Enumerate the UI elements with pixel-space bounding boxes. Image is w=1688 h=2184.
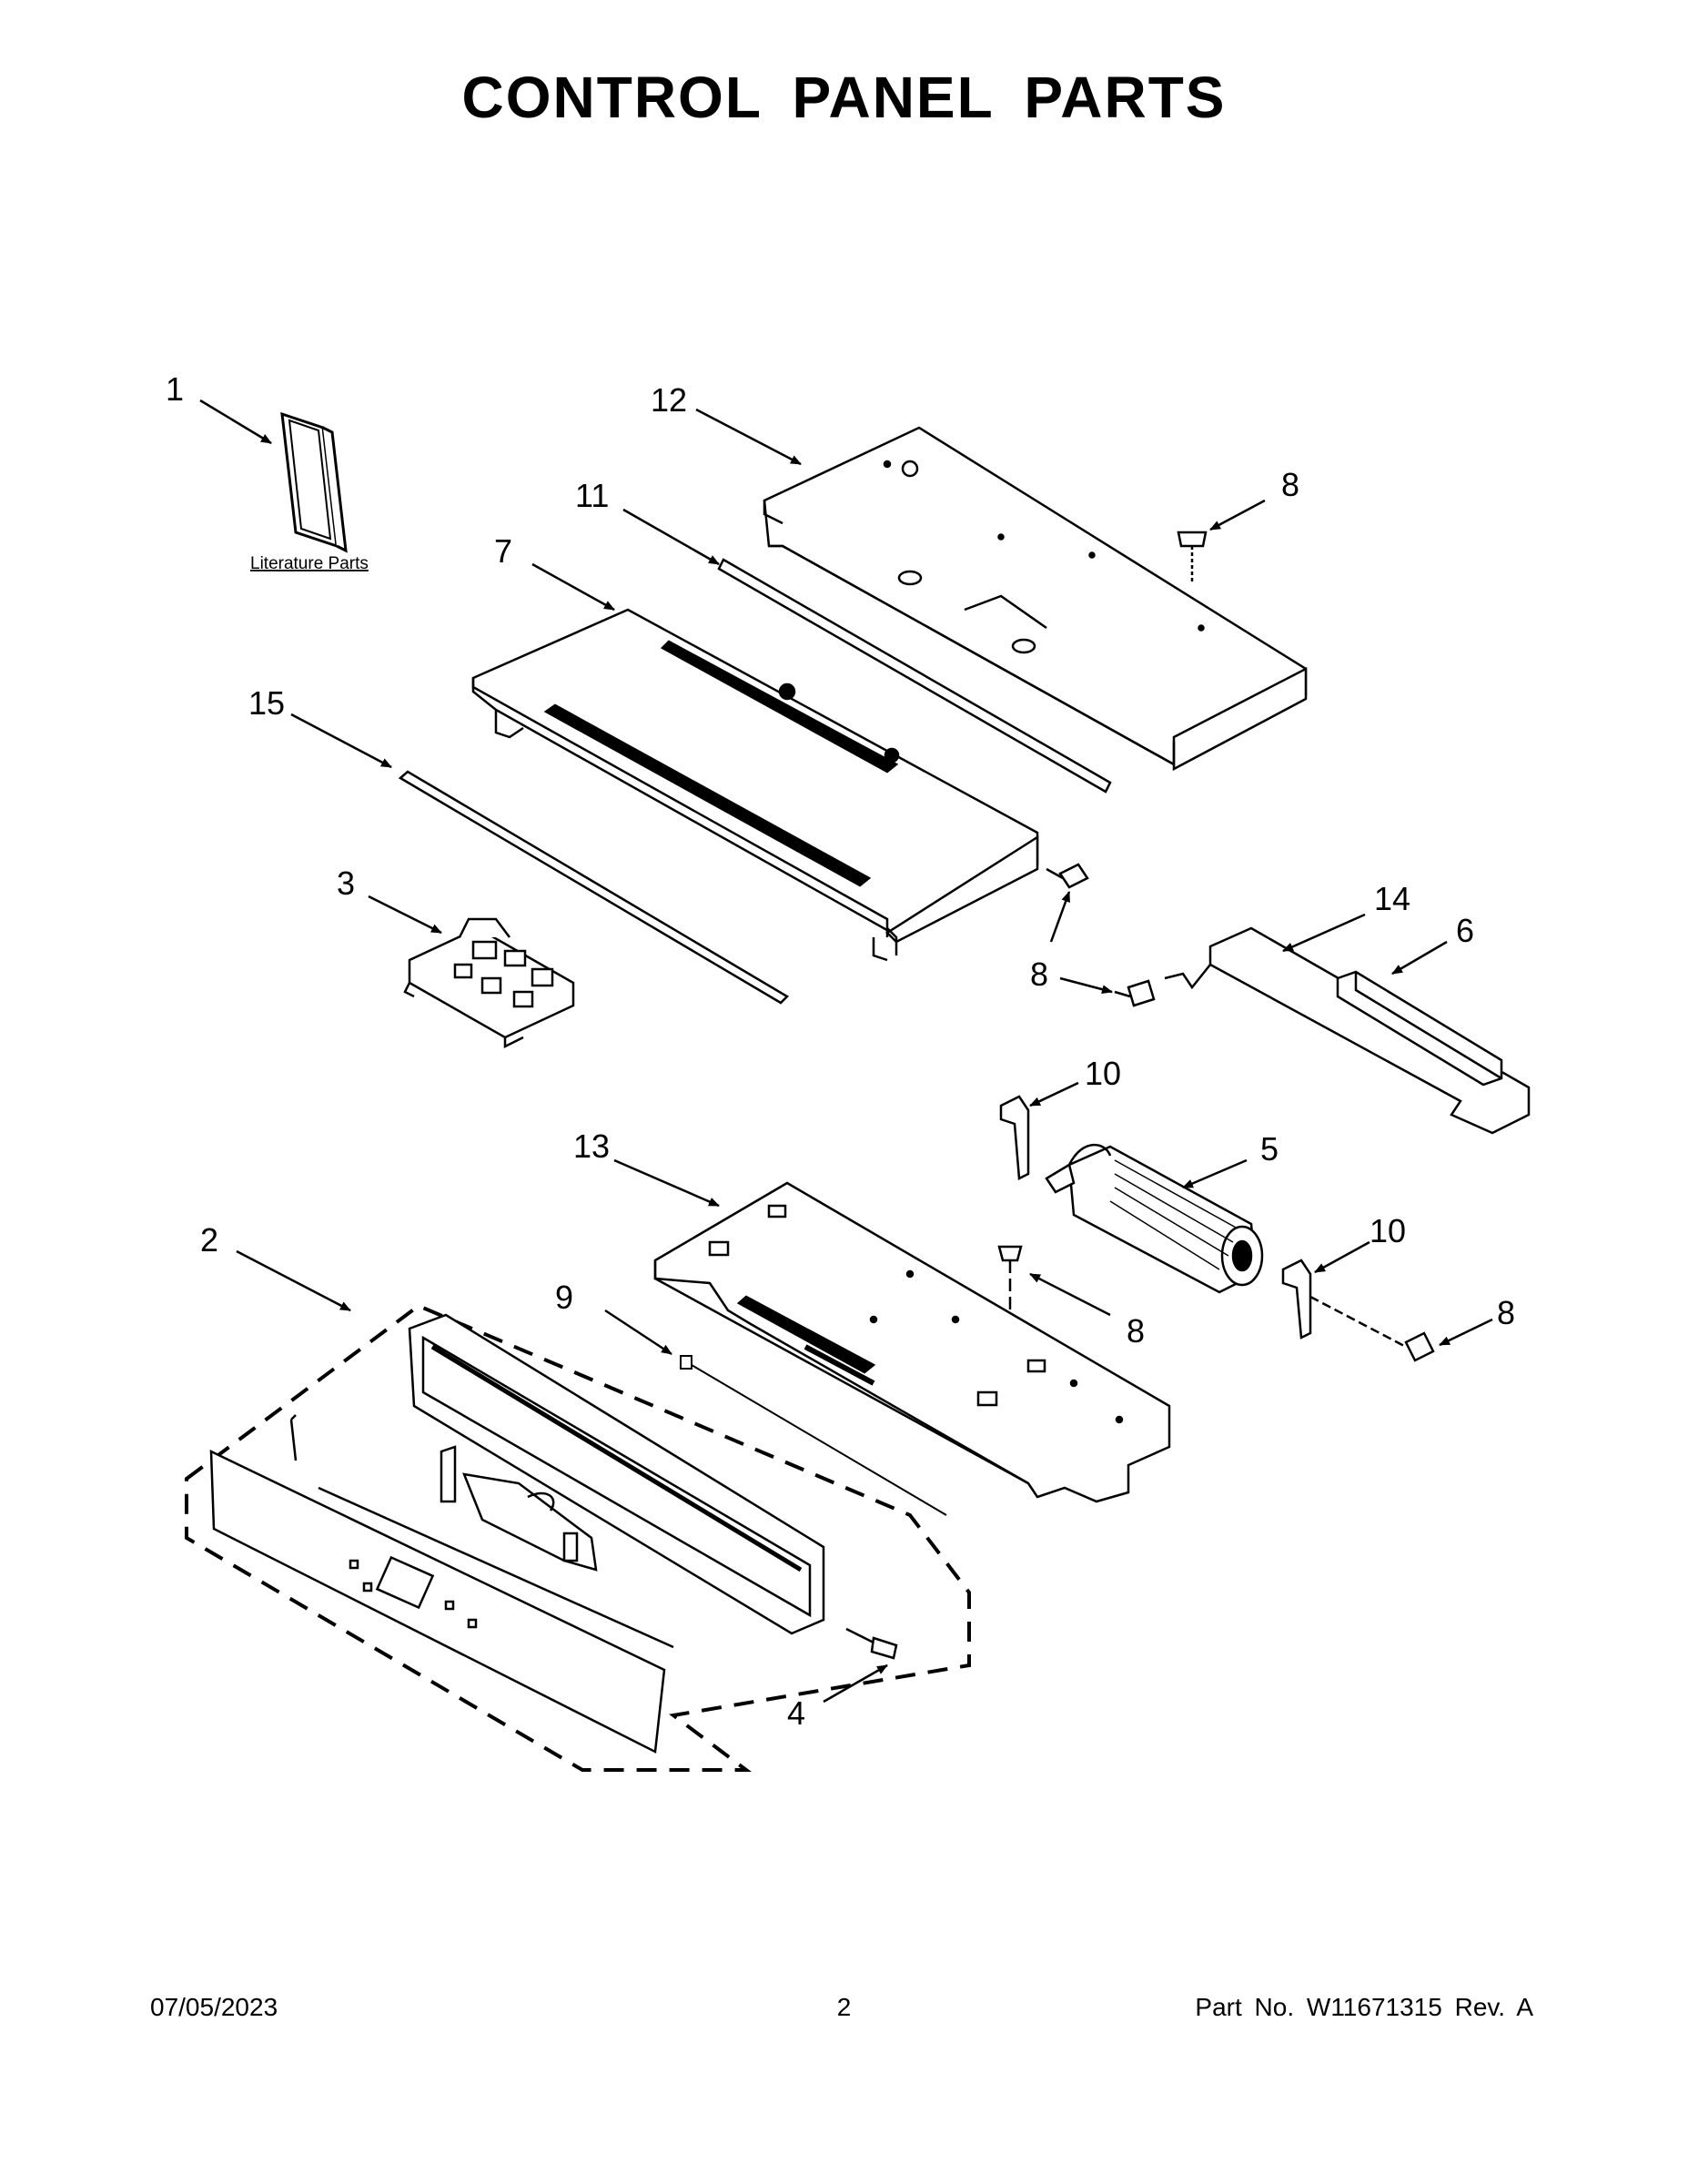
control-board-part <box>403 917 575 1049</box>
callout-5: 5 <box>1260 1130 1279 1168</box>
screw-part-8-housing <box>1046 863 1089 889</box>
callout-4: 4 <box>787 1694 805 1732</box>
callout-13: 13 <box>573 1127 610 1165</box>
footer-page-number: 2 <box>836 1993 852 2021</box>
callout-10-upper: 10 <box>1085 1055 1121 1092</box>
screw-part-8-right <box>1309 1295 1435 1362</box>
callout-12: 12 <box>651 381 687 419</box>
callout-11: 11 <box>575 477 609 514</box>
screw-part-4 <box>845 1627 898 1660</box>
blower-fan-part <box>1045 1143 1264 1294</box>
console-glass-part <box>209 1449 666 1754</box>
page-title: CONTROL PANEL PARTS <box>461 65 1227 130</box>
foam-strip-part <box>1336 970 1503 1087</box>
base-plate-part <box>653 1181 1171 1503</box>
callout-3: 3 <box>337 864 355 902</box>
literature-parts-label: Literature Parts <box>250 554 369 573</box>
callout-14: 14 <box>1374 880 1410 917</box>
callout-2: 2 <box>200 1221 218 1259</box>
callout-1: 1 <box>166 370 184 408</box>
callout-8-top: 8 <box>1281 466 1299 503</box>
callout-8-housing: 8 <box>1030 956 1048 993</box>
callout-10-lower: 10 <box>1370 1212 1406 1249</box>
callout-15: 15 <box>248 684 285 722</box>
top-cover-part <box>763 426 1308 772</box>
small-bracket-part-upper <box>999 1095 1030 1180</box>
screw-part-8-bracket <box>1114 979 1156 1007</box>
callout-arrows <box>199 399 1493 1704</box>
footer-part-number: Part No. W11671315 Rev. A <box>1195 1993 1533 2021</box>
small-bracket-part-lower <box>1281 1259 1312 1340</box>
control-housing-part <box>471 608 1039 962</box>
console-trim-part <box>289 1414 674 1649</box>
strip-part <box>398 770 790 1005</box>
sensor-wire-part <box>680 1355 947 1516</box>
screw-part-8-top <box>1177 531 1208 582</box>
footer-date: 07/05/2023 <box>150 1993 278 2021</box>
callout-7: 7 <box>494 532 512 570</box>
callout-6: 6 <box>1456 912 1474 949</box>
console-interface-board-part <box>440 1445 598 1572</box>
console-assembly-boundary <box>185 1303 971 1772</box>
console-frame-part <box>408 1313 825 1635</box>
rod-part <box>717 558 1112 794</box>
callout-9: 9 <box>555 1279 573 1316</box>
literature-booklet-part <box>280 411 348 553</box>
callout-8-right: 8 <box>1497 1294 1515 1331</box>
callout-8-base: 8 <box>1127 1312 1145 1350</box>
bracket-part <box>1164 926 1531 1135</box>
